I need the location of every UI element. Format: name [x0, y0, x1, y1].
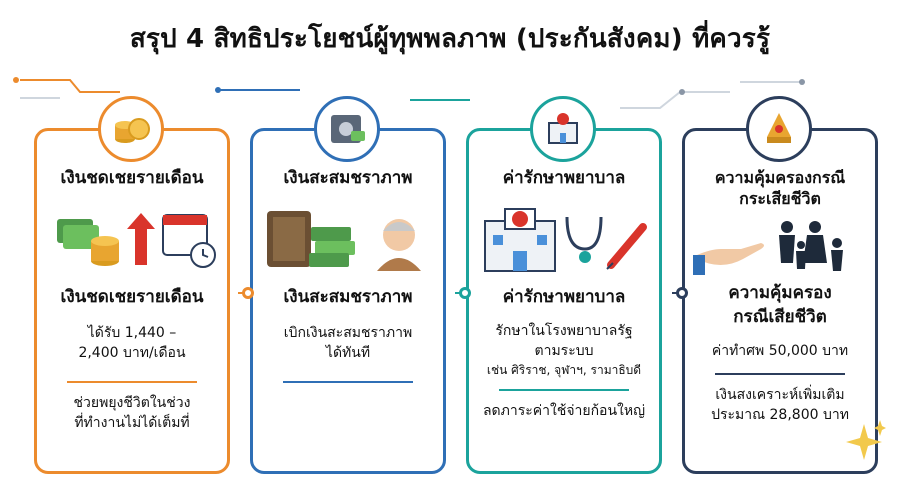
hospital-stethoscope-syringe-illustration	[484, 208, 647, 272]
title-line: ความคุ้มครองกรณี	[714, 168, 846, 187]
description-line: ตามระบบ	[534, 343, 594, 359]
title-line: กระเสียชีวิต	[739, 189, 821, 208]
sparkle-icon	[846, 420, 886, 460]
note-line: ลดภาระค่าใช้จ่ายก้อนใหญ่	[482, 403, 646, 419]
description-line: ได้รับ 1,440 –	[87, 325, 177, 341]
safe-badge	[314, 96, 380, 162]
description-line: รักษาในโรงพยาบาลรัฐ	[495, 323, 633, 339]
safe-box-icon	[331, 115, 365, 143]
description-line: ได้ทันที	[325, 345, 371, 361]
card-subtitle: ค่ารักษาพยาบาล	[502, 287, 626, 307]
note-line: ประมาณ 28,800 บาท	[711, 407, 849, 423]
hospital-icon	[548, 113, 578, 144]
gold-coins-icon	[115, 118, 150, 143]
connector-dot	[242, 287, 254, 299]
coins-arrow-calendar-illustration	[57, 213, 216, 268]
note-line: เงินสงเคราะห์เพิ่มเติม	[715, 387, 845, 403]
card-note: ช่วยพยุงชีวิตในช่วง ที่ทำงานไม่ได้เต็มที…	[45, 393, 219, 433]
card-description: ค่าทำศพ 50,000 บาท	[693, 341, 867, 361]
card-title: เงินชดเชยรายเดือน	[60, 168, 204, 188]
description-line: ค่าทำศพ 50,000 บาท	[711, 343, 849, 359]
card-subtitle: เงินสะสมชราภาพ	[283, 287, 413, 307]
description-line: 2,400 บาท/เดือน	[78, 345, 186, 361]
card-description: ได้รับ 1,440 – 2,400 บาท/เดือน	[45, 323, 219, 363]
divider	[283, 381, 413, 383]
divider	[499, 389, 629, 391]
card-note: ลดภาระค่าใช้จ่ายก้อนใหญ่	[477, 401, 651, 421]
card-monthly-compensation: เงินชดเชยรายเดือน เงินชดเชยรายเดือน ได้ร…	[34, 128, 230, 474]
divider	[67, 381, 197, 383]
note-line: ที่ทำงานไม่ได้เต็มที่	[74, 415, 190, 431]
connector-dot	[459, 287, 471, 299]
card-medical-expenses: ค่ารักษาพยาบาล ค่ารักษาพยาบาล รักษาในโรง…	[466, 128, 662, 474]
connector-dot	[676, 287, 688, 299]
thai-ornament-icon	[767, 113, 791, 143]
divider	[715, 373, 845, 375]
subtitle-line: ความคุ้มครอง	[728, 283, 832, 303]
coins-badge	[98, 96, 164, 162]
card-description: เบิกเงินสะสมชราภาพ ได้ทันที	[261, 323, 435, 363]
card-description: รักษาในโรงพยาบาลรัฐ ตามระบบ เช่น ศิริราช…	[477, 321, 651, 379]
hand-family-illustration	[693, 221, 843, 275]
subtitle-line: กรณีเสียชีวิต	[733, 307, 827, 327]
card-subtitle: ความคุ้มครอง กรณีเสียชีวิต	[691, 281, 869, 329]
card-subtitle: เงินชดเชยรายเดือน	[60, 287, 204, 307]
ornament-badge	[746, 96, 812, 162]
card-title: ค่ารักษาพยาบาล	[502, 168, 626, 188]
note-line: ช่วยพยุงชีวิตในช่วง	[73, 395, 191, 411]
card-title: เงินสะสมชราภาพ	[283, 168, 413, 188]
card-death-coverage: ความคุ้มครองกรณี กระเสียชีวิต ความคุ้มคร…	[682, 128, 878, 474]
safe-money-elderly-illustration	[267, 211, 421, 271]
description-line: เบิกเงินสะสมชราภาพ	[283, 325, 413, 341]
page-title: สรุป 4 สิทธิประโยชน์ผู้ทุพพลภาพ (ประกันส…	[129, 24, 771, 54]
card-old-age-savings: เงินสะสมชราภาพ เงินสะสมชราภาพ เบิกเงินสะ…	[250, 128, 446, 474]
description-example: เช่น ศิริราช, จุฬาฯ, รามาธิบดี	[486, 363, 642, 377]
card-note: เงินสงเคราะห์เพิ่มเติม ประมาณ 28,800 บาท	[693, 385, 867, 425]
card-title: ความคุ้มครองกรณี กระเสียชีวิต	[691, 167, 869, 209]
hospital-badge	[530, 96, 596, 162]
